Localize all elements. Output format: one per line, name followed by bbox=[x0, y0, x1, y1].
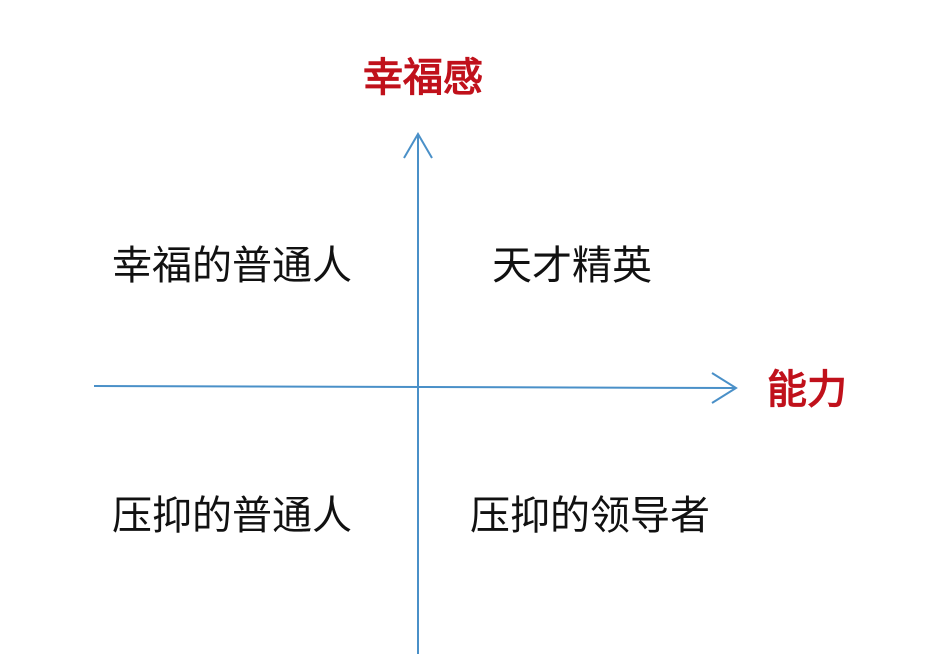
y-axis-arrowhead bbox=[403, 132, 433, 159]
quadrant-top-right-label: 天才精英 bbox=[492, 243, 652, 289]
x-axis-label: 能力 bbox=[767, 367, 847, 413]
x-axis-arrowhead bbox=[711, 372, 738, 404]
quadrant-bottom-left-label: 压抑的普通人 bbox=[112, 493, 352, 539]
quadrant-top-left-label: 幸福的普通人 bbox=[112, 243, 352, 289]
quadrant-bottom-right-label: 压抑的领导者 bbox=[470, 493, 710, 539]
y-axis-label: 幸福感 bbox=[363, 55, 483, 101]
horizontal-axis-line bbox=[93, 385, 736, 389]
